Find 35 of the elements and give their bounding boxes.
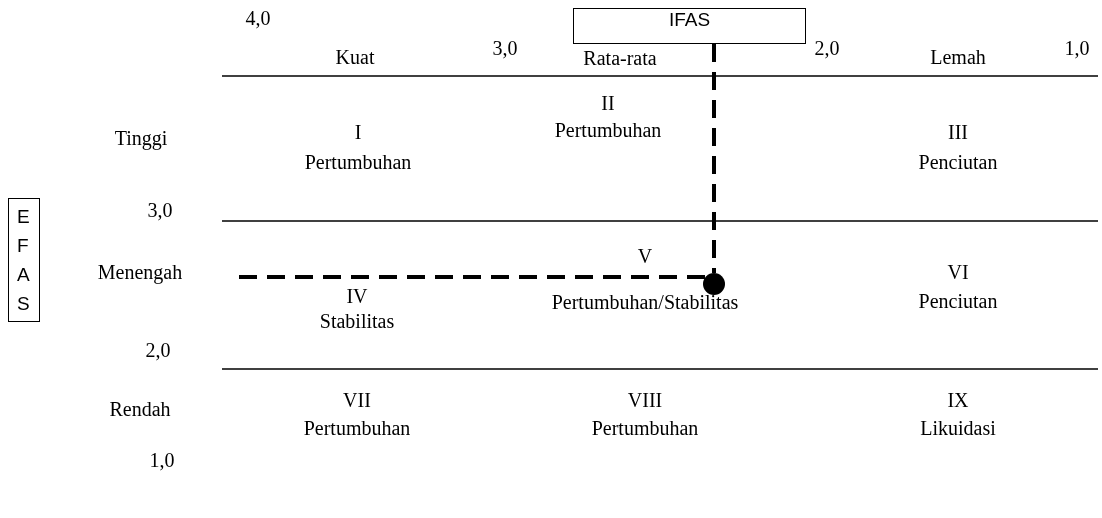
strategy-label: Likuidasi [920, 417, 996, 439]
dashed-guide-line [712, 44, 716, 273]
cell-number: IV [346, 285, 368, 307]
strategy-label: Pertumbuhan [303, 417, 411, 439]
cell-number: VIII [627, 389, 663, 411]
strategy-label: Penciutan [918, 151, 998, 173]
cell-number: V [637, 245, 653, 267]
cell-number: II [601, 92, 615, 114]
row-heading: Menengah [97, 261, 183, 283]
row-heading: Tinggi [114, 127, 168, 149]
cell-number: VI [947, 261, 969, 283]
column-heading: Rata-rata [583, 47, 657, 69]
column-heading: Kuat [335, 46, 375, 68]
axis-title-box: EFAS [8, 198, 40, 322]
strategy-label: Pertumbuhan [554, 119, 662, 141]
axis-tick-label: 3,0 [147, 199, 173, 221]
column-heading: Lemah [930, 46, 986, 68]
strategy-label: Pertumbuhan [304, 151, 412, 173]
cell-number: III [948, 121, 968, 143]
axis-tick-label: 2,0 [145, 339, 171, 361]
cell-number: IX [947, 389, 969, 411]
axis-tick-label: 3,0 [492, 37, 518, 59]
axis-tick-label: 1,0 [149, 449, 175, 471]
strategy-label: Pertumbuhan [591, 417, 699, 439]
strategy-label: Stabilitas [319, 310, 395, 332]
cell-number: VII [343, 389, 371, 411]
axis-title-box: IFAS [573, 8, 806, 44]
axis-tick-label: 4,0 [245, 7, 271, 29]
strategy-label: Penciutan [918, 290, 998, 312]
row-heading: Rendah [109, 398, 171, 420]
cell-number: I [354, 121, 362, 143]
axis-tick-label: 2,0 [814, 37, 840, 59]
axis-tick-label: 1,0 [1064, 37, 1090, 59]
position-dot [703, 273, 725, 295]
strategy-label: Pertumbuhan/Stabilitas [551, 291, 739, 313]
